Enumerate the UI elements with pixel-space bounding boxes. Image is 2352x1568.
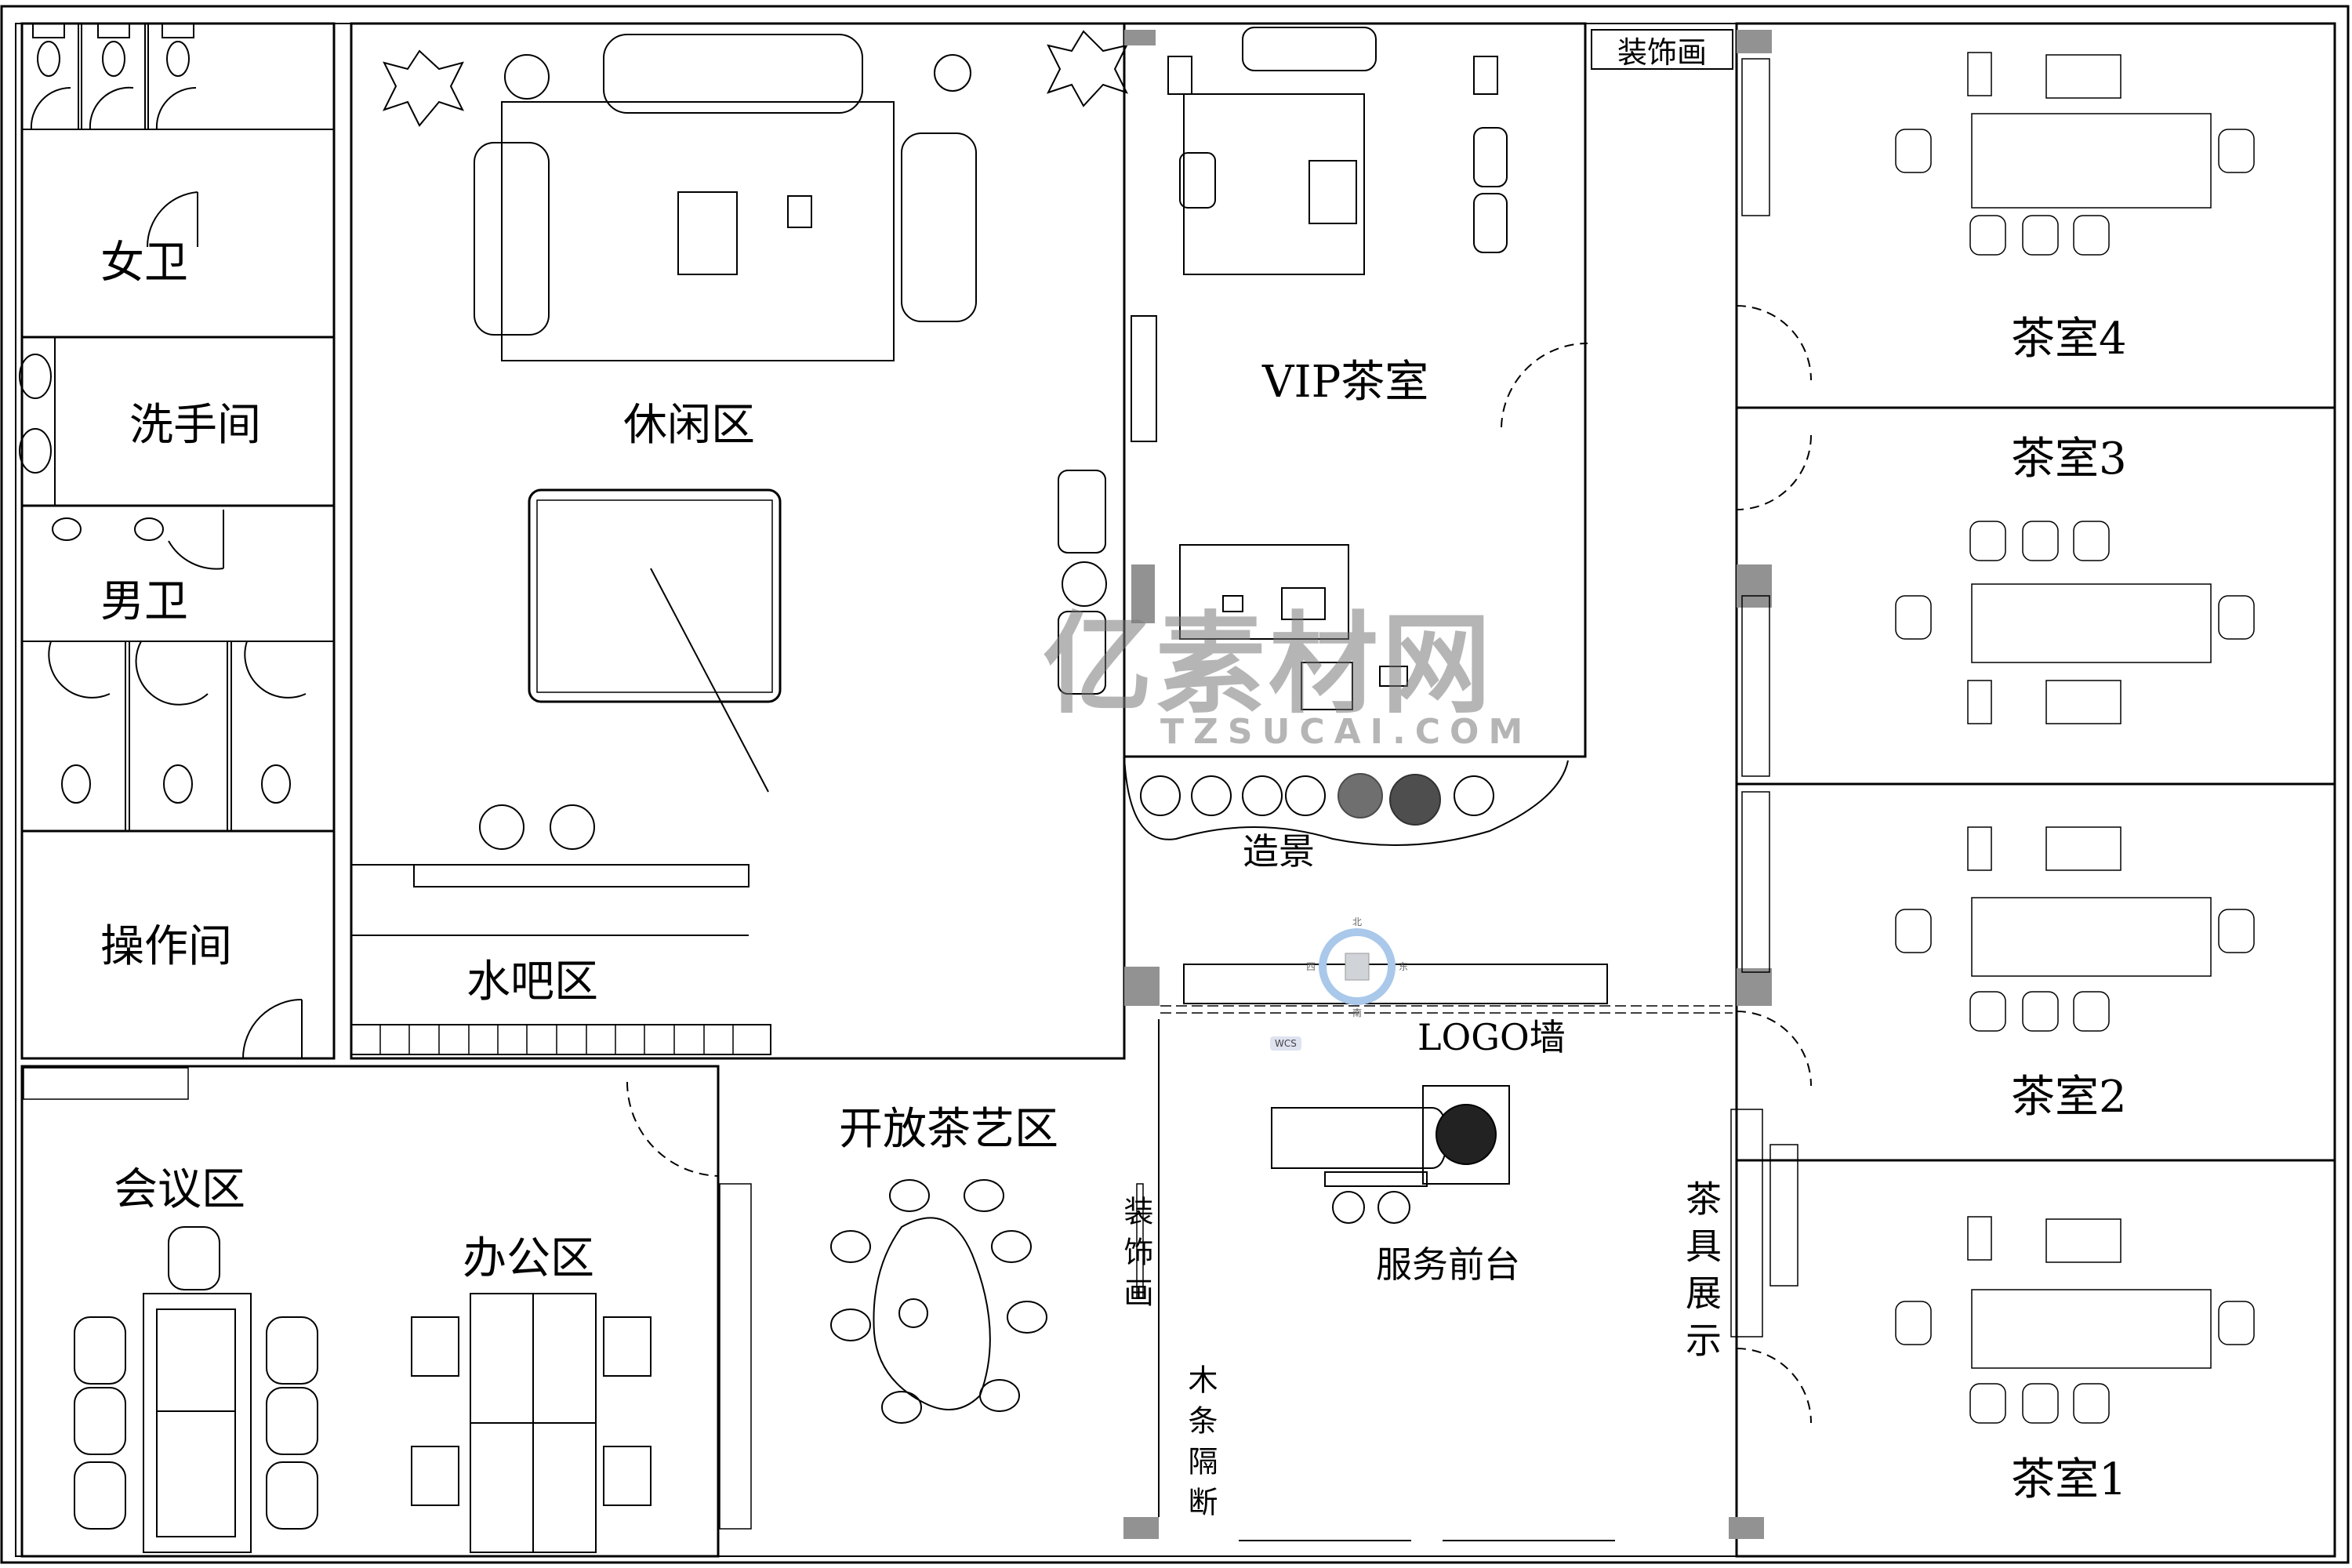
viewcube-navigation[interactable]: 北 南 东 西 bbox=[1306, 916, 1408, 1018]
column bbox=[1737, 30, 1772, 53]
tea-room-doors bbox=[1736, 305, 1812, 1424]
inner-wall bbox=[15, 23, 2336, 1557]
mens-restroom-wall bbox=[20, 504, 336, 833]
sinks bbox=[19, 337, 56, 506]
decorative-panel-side bbox=[1136, 1183, 1144, 1298]
room-label-open-tea-area: 开放茶艺区 bbox=[839, 1104, 1058, 1155]
room-label-tea-room-1: 茶室1 bbox=[2011, 1454, 2127, 1505]
column bbox=[1737, 968, 1772, 1006]
tea-table-room-2 bbox=[1895, 826, 2255, 1032]
tea-room-cabinets bbox=[1741, 58, 1798, 1287]
column bbox=[1729, 1517, 1764, 1539]
room-label-washroom: 洗手间 bbox=[129, 400, 261, 451]
toilet-stalls-men bbox=[22, 510, 334, 831]
room-label-leisure-area: 休闲区 bbox=[623, 400, 755, 451]
leisure-area-wall bbox=[350, 22, 1126, 1060]
outer-wall bbox=[0, 5, 2350, 1564]
vip-plant-panel bbox=[1131, 315, 1157, 442]
water-bar bbox=[350, 804, 771, 1055]
tea-table-room-4 bbox=[1895, 52, 2255, 256]
landscape-border bbox=[1123, 756, 1569, 846]
toilet-stalls-women bbox=[22, 23, 334, 248]
tea-room-1-wall bbox=[1735, 1159, 2336, 1558]
tea-table-room-1 bbox=[1895, 1216, 2255, 1424]
meeting-office-wall bbox=[20, 1065, 720, 1558]
watermark-logo-text: 亿素材网 bbox=[1043, 601, 1495, 729]
column bbox=[1124, 30, 1156, 45]
room-label-tea-room-3: 茶室3 bbox=[2011, 434, 2127, 485]
viewcube-face[interactable] bbox=[1345, 953, 1370, 981]
plant-decor bbox=[383, 30, 1128, 127]
billiard-table bbox=[528, 488, 782, 793]
compass-south[interactable]: 南 bbox=[1352, 1007, 1362, 1018]
label-teaware-display: 茶具展示 bbox=[1680, 1180, 1722, 1368]
logo-wall-planter bbox=[1183, 964, 1608, 1004]
room-label-tea-room-2: 茶室2 bbox=[2011, 1072, 2127, 1123]
label-decorative-painting-top: 装饰画 bbox=[1617, 35, 1708, 70]
column bbox=[1124, 967, 1160, 1006]
water-bar-cabinets bbox=[379, 1025, 734, 1054]
room-label-operation-room: 操作间 bbox=[100, 921, 232, 972]
sofa-set bbox=[474, 34, 977, 361]
cabinet-row bbox=[23, 1067, 752, 1530]
service-desk bbox=[1271, 1085, 1510, 1224]
label-logo-wall: LOGO墙 bbox=[1417, 1016, 1566, 1058]
teaware-display bbox=[1730, 1109, 1763, 1338]
room-label-mens-restroom: 男卫 bbox=[100, 576, 188, 627]
label-wood-partition: 木条隔断 bbox=[1183, 1364, 1218, 1527]
watermark-url: TZSUCAI.COM bbox=[1160, 712, 1533, 752]
vip-sofa bbox=[1167, 27, 1508, 275]
column bbox=[1123, 1517, 1159, 1539]
compass-west[interactable]: 西 bbox=[1306, 961, 1316, 972]
office-desks bbox=[411, 1293, 652, 1553]
meeting-table bbox=[74, 1226, 318, 1553]
room-label-meeting-area: 会议区 bbox=[114, 1164, 245, 1215]
landscape-plants bbox=[1140, 773, 1494, 826]
decorative-painting-frame bbox=[1591, 29, 1733, 70]
tea-table-room-3 bbox=[1895, 521, 2255, 724]
room-label-tea-room-4: 茶室4 bbox=[2011, 314, 2127, 365]
compass-east[interactable]: 东 bbox=[1399, 961, 1408, 972]
room-label-office-area: 办公区 bbox=[463, 1233, 594, 1284]
room-label-service-desk: 服务前台 bbox=[1376, 1243, 1520, 1286]
room-label-water-bar: 水吧区 bbox=[466, 956, 598, 1007]
open-tea-table bbox=[830, 1179, 1047, 1424]
label-decorative-painting-side: 装饰画 bbox=[1119, 1196, 1153, 1318]
viewcube-ring[interactable] bbox=[1319, 928, 1396, 1005]
wcs-dropdown[interactable]: WCS bbox=[1270, 1036, 1301, 1051]
vip-tea-room-wall bbox=[1123, 22, 1587, 758]
womens-restroom-wall bbox=[20, 22, 336, 339]
vip-tea-table bbox=[1179, 544, 1408, 710]
label-landscape: 造景 bbox=[1243, 830, 1315, 873]
column bbox=[1131, 564, 1155, 623]
compass-north[interactable]: 北 bbox=[1352, 916, 1362, 927]
room-label-womens-restroom: 女卫 bbox=[100, 238, 188, 289]
room-label-vip-tea-room: VIP茶室 bbox=[1262, 357, 1429, 408]
